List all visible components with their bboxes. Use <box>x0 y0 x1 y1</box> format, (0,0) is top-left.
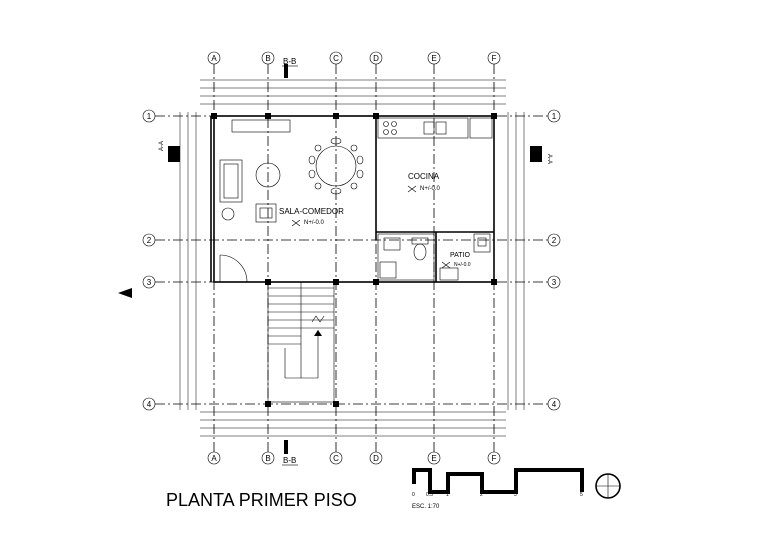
col-label-f-top: F <box>492 54 497 63</box>
col-label-e-bottom: E <box>431 454 436 463</box>
scale-bar: 0 0.5 1 2 3 5 ESC. 1:70 <box>412 468 584 510</box>
section-marker-bb-top: B-B <box>282 57 298 78</box>
col-label-a-bottom: A <box>211 454 217 463</box>
col-label-e-top: E <box>431 54 436 63</box>
armchair-icon <box>255 203 277 223</box>
column-bubbles-bottom: A B C D E F <box>207 451 501 465</box>
scale-tick-2: 2 <box>480 492 483 498</box>
col-label-c-bottom: C <box>333 454 339 463</box>
section-marker-aa-right: A-A <box>530 146 552 164</box>
entry-door-icon <box>219 254 248 283</box>
row-label-1-left: 1 <box>147 112 152 121</box>
row-label-3-left: 3 <box>147 278 152 287</box>
bathroom-fixtures-icon <box>377 233 435 281</box>
svg-text:A-A: A-A <box>159 141 165 151</box>
col-label-b-bottom: B <box>265 454 270 463</box>
scale-label: ESC. 1:70 <box>412 504 440 510</box>
tv-cabinet-icon <box>231 119 291 133</box>
row-label-4-left: 4 <box>147 400 152 409</box>
room-label-living: SALA-COMEDOR <box>279 207 344 216</box>
scale-tick-1: 1 <box>446 492 449 498</box>
drawing-title: PLANTA PRIMER PISO <box>166 490 357 510</box>
left-dimension-lines <box>179 112 197 410</box>
row-label-3-right: 3 <box>552 278 557 287</box>
svg-text:A-A: A-A <box>546 154 552 164</box>
level-label-patio: N+/-0.0 <box>454 262 471 268</box>
col-label-a-top: A <box>211 54 217 63</box>
col-label-d-bottom: D <box>373 454 379 463</box>
level-label-kitchen: N+/-0.0 <box>420 186 441 192</box>
north-arrow-icon <box>595 473 621 499</box>
column-bubbles-top: A B C D E F <box>207 51 501 65</box>
row-label-2-left: 2 <box>147 236 152 245</box>
row-label-1-right: 1 <box>552 112 557 121</box>
col-label-b-top: B <box>265 54 270 63</box>
row-label-4-right: 4 <box>552 400 557 409</box>
row-bubbles-left: 1 2 3 4 <box>142 109 156 411</box>
scale-tick-3: 3 <box>514 492 517 498</box>
room-label-patio: PATIO <box>450 252 471 259</box>
bottom-dimension-lines <box>200 411 506 437</box>
col-label-f-bottom: F <box>492 454 497 463</box>
plant-icon <box>221 207 235 221</box>
level-marker-icon <box>441 261 451 269</box>
round-table-icon <box>255 162 281 188</box>
kitchen-counter-icon <box>377 117 493 139</box>
level-label-living: N+/-0.0 <box>304 220 325 226</box>
svg-text:B-B: B-B <box>283 456 296 465</box>
col-label-d-top: D <box>373 54 379 63</box>
svg-text:B-B: B-B <box>283 57 296 66</box>
room-label-kitchen: COCINA <box>408 172 440 181</box>
top-dimension-lines <box>200 79 506 105</box>
right-dimension-lines <box>507 112 525 410</box>
row-bubbles-right: 1 2 3 4 <box>547 109 561 411</box>
scale-tick-0: 0 <box>412 492 415 498</box>
section-marker-aa-left: A-A <box>159 141 180 162</box>
sofa-icon <box>219 159 243 203</box>
scale-tick-05: 0.5 <box>426 492 433 498</box>
entrance-arrow-icon <box>118 288 132 298</box>
scale-tick-5: 5 <box>580 492 583 498</box>
dining-table-icon <box>308 137 364 195</box>
col-label-c-top: C <box>333 54 339 63</box>
row-label-2-right: 2 <box>552 236 557 245</box>
staircase-icon <box>267 281 335 403</box>
level-marker-icon <box>407 185 417 193</box>
exterior-walls <box>210 115 495 283</box>
laundry-sink-icon <box>439 233 491 281</box>
level-marker-icon <box>291 219 301 227</box>
section-marker-bb-bottom: B-B <box>282 440 298 466</box>
